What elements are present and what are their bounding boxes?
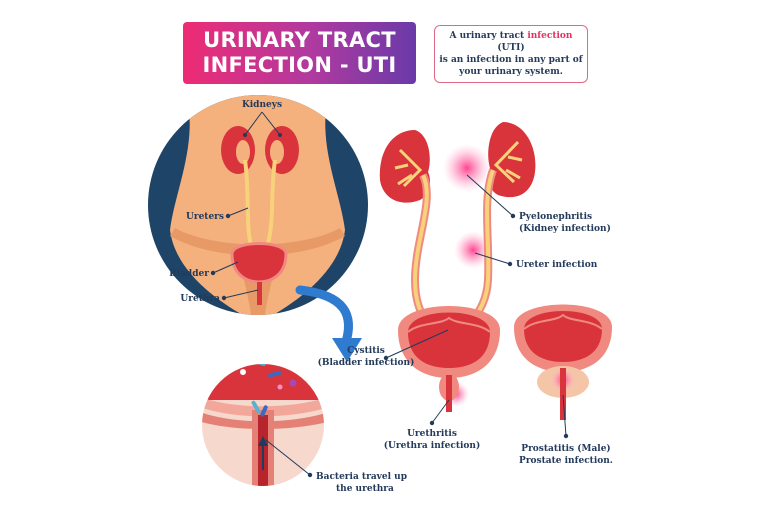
definition-pre: A urinary tract: [449, 31, 528, 41]
bladder-shape: [230, 242, 288, 284]
label-urethritis: Urethritis: [407, 429, 457, 439]
urinary-tract-illustration: [379, 122, 612, 439]
label-prostatitis-sub: Prostate infection.: [519, 456, 613, 466]
label-ureters: Ureters: [186, 212, 224, 222]
definition-highlight: infection: [527, 31, 573, 41]
label-ureter-infection: Ureter infection: [516, 260, 598, 270]
label-bacteria-sub: the urethra: [336, 484, 394, 494]
label-pyelonephritis: Pyelonephritis: [519, 212, 592, 222]
label-pyelonephritis-sub: (Kidney infection): [519, 223, 611, 234]
label-cystitis-sub: (Bladder infection): [318, 357, 415, 368]
label-prostatitis: Prostatitis (Male): [521, 443, 610, 454]
title-line-1: URINARY TRACT: [203, 28, 396, 52]
label-cystitis: Cystitis: [347, 346, 385, 356]
definition-line-3: your urinary system.: [459, 67, 563, 77]
body-illustration: [148, 95, 368, 315]
bacteria-zoom: [200, 362, 326, 488]
definition-line-2: is an infection in any part of: [439, 55, 583, 65]
definition-text: A urinary tract infection (UTI) is an in…: [435, 30, 587, 78]
label-urethra: Urethra: [180, 294, 220, 304]
arrow-icon: [295, 285, 362, 362]
definition-box: A urinary tract infection (UTI) is an in…: [434, 25, 588, 83]
label-urethritis-sub: (Urethra infection): [384, 440, 480, 451]
label-bladder: Bladder: [169, 269, 209, 279]
label-bacteria: Bacteria travel up: [316, 472, 407, 482]
kidney-infection-glow: [443, 144, 491, 192]
title-banner: URINARY TRACT INFECTION - UTI: [183, 22, 416, 84]
label-kidneys: Kidneys: [242, 100, 282, 110]
title-line-2: INFECTION - UTI: [202, 53, 397, 77]
definition-post: (UTI): [497, 43, 525, 53]
ureter-infection-glow: [454, 231, 492, 269]
